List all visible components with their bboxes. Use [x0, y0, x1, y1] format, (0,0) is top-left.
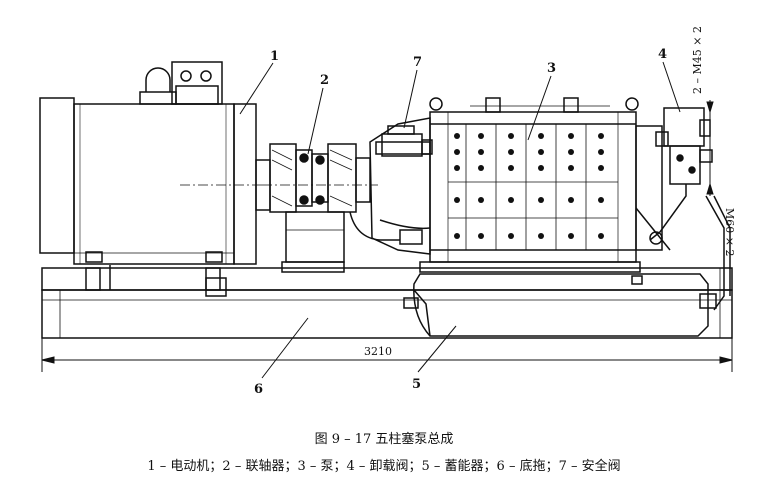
label-4: 4: [658, 47, 667, 62]
overall-length-dimension: 3210: [364, 345, 392, 358]
bolt-spec-top: 2 – M45 × 2: [691, 26, 704, 94]
safety-valve: [349, 125, 433, 245]
label-7: 7: [413, 55, 422, 70]
label-3: 3: [547, 61, 556, 76]
pump-bolts: [454, 133, 604, 239]
unloading-valve: [649, 107, 731, 311]
coupling: [255, 143, 378, 263]
electric-motor: [39, 61, 257, 265]
coupling-hatching: [271, 149, 353, 207]
plunger-pump: [369, 97, 671, 273]
figure-legend: 1 – 电动机；2 – 联轴器；3 – 泵；4 – 卸载阀；5 – 蓄能器；6 …: [147, 459, 621, 474]
dimension-line: [41, 100, 733, 372]
label-1: 1: [270, 49, 279, 64]
label-2: 2: [320, 73, 329, 88]
base-skid: [41, 261, 733, 339]
pump-cylinder-columns: [448, 124, 618, 250]
accumulator: [403, 273, 717, 337]
label-6: 6: [254, 382, 263, 397]
leader-lines: [239, 61, 681, 379]
label-5: 5: [412, 377, 421, 392]
figure-title: 图 9 – 17 五柱塞泵总成: [314, 432, 454, 447]
bolt-spec-side: M60 × 2: [723, 208, 736, 256]
